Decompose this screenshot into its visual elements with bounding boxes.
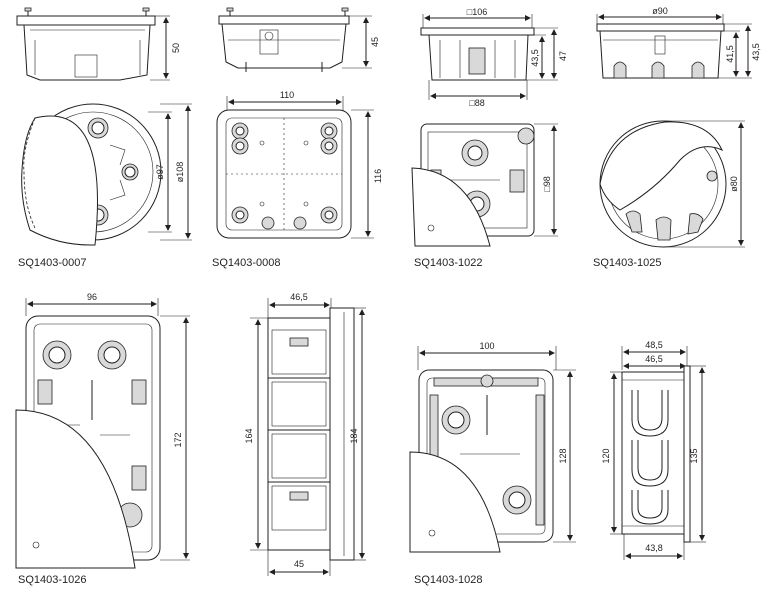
- dim-height-inner: 120: [601, 448, 611, 463]
- side-view-drawing: [218, 7, 350, 72]
- dim-height: 45: [370, 37, 380, 47]
- top-view-drawing: [599, 120, 727, 248]
- dim-diameter-inner: ø97: [155, 164, 165, 180]
- product-sq1403-0008: 45 110 116 SQ1403-0008: [212, 7, 383, 269]
- side-view-drawing: [16, 7, 156, 81]
- product-sq1403-1028-side-view: 48,5 46,5 120 135 43,8: [601, 340, 706, 560]
- caption-model: SQ1403-1022: [414, 257, 483, 269]
- dim-width-mid: 46,5: [645, 354, 663, 364]
- caption-model: SQ1403-1025: [593, 257, 662, 269]
- dim-width-top: 48,5: [645, 340, 663, 350]
- top-view-drawing: [15, 315, 161, 569]
- product-sq1403-0007: 50 ø97 ø108 SQ1403-0007: [16, 7, 192, 269]
- dim-height: 50: [171, 43, 181, 53]
- dim-width-bottom: 43,8: [645, 543, 663, 553]
- dim-height-outer: 184: [349, 428, 359, 443]
- dim-base: □88: [469, 98, 484, 108]
- side-view-drawing: [596, 23, 725, 79]
- dim-height-b: 47: [558, 51, 568, 61]
- dim-width: 100: [479, 341, 494, 351]
- dim-depth: 116: [373, 169, 383, 183]
- dim-side: □98: [542, 176, 552, 191]
- dim-height-a: 41,5: [725, 45, 735, 63]
- dim-height-a: 43,5: [530, 49, 540, 67]
- caption-model: SQ1403-0008: [212, 257, 281, 269]
- product-sq1403-1026-side-view: 46,5 164 184 45: [244, 292, 366, 576]
- caption-model: SQ1403-1026: [18, 574, 87, 586]
- product-sq1403-1025: ø90 41,5 43,5 ø80 SQ140: [593, 6, 761, 269]
- caption-model: SQ1403-0007: [18, 257, 87, 269]
- dim-diameter: ø90: [652, 6, 668, 16]
- product-sq1403-1022: □106 43,5 47 □88: [411, 7, 568, 269]
- product-sq1403-1026: 96 172 SQ1403-1026: [15, 292, 190, 586]
- side-view-drawing: [420, 27, 535, 81]
- side-view-drawing: [621, 365, 691, 543]
- dim-width: 96: [87, 292, 97, 302]
- top-view-drawing: [409, 369, 554, 553]
- top-view-drawing: [21, 103, 162, 246]
- dim-width-top: 46,5: [290, 292, 308, 302]
- side-view-drawing: [267, 307, 355, 561]
- dim-diameter-outer: ø108: [175, 162, 185, 183]
- dim-height-outer: 135: [689, 448, 699, 463]
- caption-model: SQ1403-1028: [414, 574, 483, 586]
- dim-diameter-inner: ø80: [729, 176, 739, 192]
- top-view-drawing: [216, 109, 352, 239]
- top-view-drawing: [411, 123, 535, 247]
- product-sq1403-1028: 100 128 SQ1403-1028: [409, 341, 576, 586]
- dim-height: 128: [558, 448, 568, 463]
- dim-height-b: 43,5: [751, 43, 761, 61]
- dim-height-inner: 164: [244, 428, 254, 443]
- dim-width-bottom: 45: [294, 559, 304, 569]
- dim-width: 110: [280, 90, 294, 100]
- dim-height: 172: [173, 432, 183, 447]
- dim-width: □106: [467, 7, 487, 17]
